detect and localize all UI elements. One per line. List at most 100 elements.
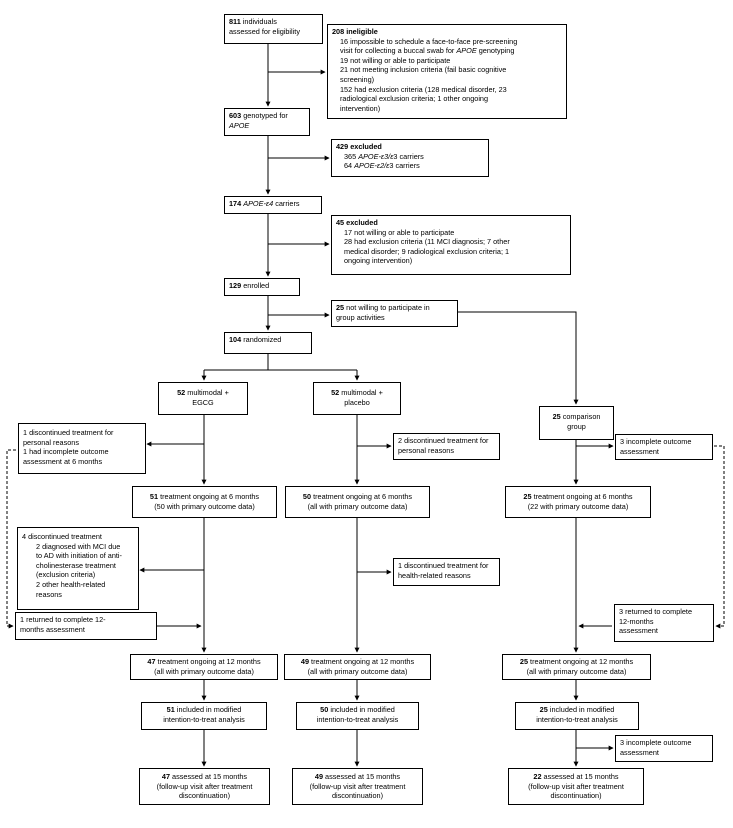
- text-segment: 129: [229, 281, 242, 290]
- text-segment: 429 excluded: [336, 142, 382, 151]
- text-segment: group activities: [336, 312, 385, 322]
- text-segment: intervention): [340, 103, 381, 113]
- text-segment: treatment ongoing at 12 months: [528, 657, 634, 666]
- text-segment: 51: [149, 492, 159, 501]
- text-segment: 2 other health-related: [36, 579, 106, 589]
- box-603-genotyped-line: APOE: [229, 121, 305, 131]
- text-segment: 47: [147, 657, 156, 666]
- box-placebo-15m-line: discontinuation): [297, 791, 418, 801]
- box-disc-egcg-12m-line: reasons: [22, 590, 134, 600]
- text-segment: cholinesterase treatment: [36, 560, 116, 570]
- box-129-enrolled: 129 enrolled: [224, 278, 300, 296]
- text-segment: 25: [539, 705, 548, 714]
- text-segment: comparison: [560, 412, 601, 421]
- box-45-excluded-line: ongoing intervention): [336, 256, 566, 266]
- text-segment: reasons: [36, 589, 62, 599]
- box-itt-placebo-line: 50 included in modified: [301, 705, 414, 715]
- box-disc-egcg-12m-line: (exclusion criteria): [22, 570, 134, 580]
- text-segment: APOE-ε4: [243, 199, 274, 208]
- box-208-ineligible-line: 152 had exclusion criteria (128 medical …: [332, 85, 562, 95]
- text-segment: 4 discontinued treatment: [22, 532, 102, 541]
- text-segment: APOE: [229, 120, 250, 130]
- box-208-ineligible-line: 208 ineligible: [332, 27, 562, 37]
- box-returned-egcg-line: 1 returned to complete 12-: [20, 615, 152, 625]
- text-segment: radiological exclusion criteria; 1 other…: [340, 94, 489, 104]
- text-segment: carriers: [273, 199, 300, 208]
- text-segment: 1 discontinued treatment for: [23, 428, 114, 437]
- box-45-excluded-line: 28 had exclusion criteria (11 MCI diagno…: [336, 237, 566, 247]
- text-segment: treatment ongoing at 6 months: [311, 492, 413, 501]
- box-placebo-6m-line: 50 treatment ongoing at 6 months: [290, 492, 425, 502]
- text-segment: intention-to-treat analysis: [316, 714, 399, 724]
- text-segment: assessed at 15 months: [170, 772, 248, 781]
- text-segment: 28 had exclusion criteria (11 MCI diagno…: [344, 237, 510, 247]
- text-segment: personal reasons: [398, 445, 454, 455]
- box-429-excluded-line: 429 excluded: [336, 142, 484, 152]
- box-egcg-15m-line: discontinuation): [144, 791, 265, 801]
- text-segment: to AD with initiation of anti-: [36, 551, 122, 561]
- text-segment: assessment: [619, 626, 658, 636]
- text-segment: 3 carriers: [393, 151, 424, 161]
- text-segment: 50: [320, 705, 329, 714]
- box-603-genotyped-line: 603 genotyped for: [229, 111, 305, 121]
- box-egcg-12m: 47 treatment ongoing at 12 months(all wi…: [130, 654, 278, 680]
- dashed-loop-comparison: [714, 445, 725, 629]
- box-disc-egcg-6m-line: personal reasons: [23, 438, 141, 448]
- text-segment: 3 carriers: [389, 161, 420, 171]
- text-segment: medical disorder; 9 radiological exclusi…: [344, 246, 510, 256]
- arrow-25nw-comparison: [458, 311, 579, 405]
- text-segment: assessed at 15 months: [323, 772, 401, 781]
- box-disc-egcg-6m-line: 1 had incomplete outcome: [23, 447, 141, 457]
- box-52-egcg: 52 multimodal +EGCG: [158, 382, 248, 415]
- box-incomplete-comparison-15m-line: assessment: [620, 748, 708, 758]
- box-itt-comparison-line: 25 included in modified: [520, 705, 634, 715]
- box-45-excluded-line: 17 not willing or able to participate: [336, 228, 566, 238]
- box-comparison-12m-line: 25 treatment ongoing at 12 months: [507, 657, 646, 667]
- text-segment: 1 discontinued treatment for: [398, 561, 489, 570]
- box-placebo-15m-line: (follow-up visit after treatment: [297, 782, 418, 792]
- text-segment: 25: [519, 657, 529, 666]
- box-104-randomized: 104 randomized: [224, 332, 312, 354]
- box-811-assessed-line: 811 individuals: [229, 17, 318, 27]
- box-incomplete-comparison-6m-line: assessment: [620, 447, 708, 457]
- text-segment: visit for collecting a buccal swab for: [340, 46, 457, 56]
- box-disc-egcg-12m-line: 2 diagnosed with MCI due: [22, 542, 134, 552]
- text-segment: treatment ongoing at 12 months: [155, 657, 261, 666]
- box-returned-comparison-line: 3 returned to complete: [619, 607, 709, 617]
- text-segment: (all with primary outcome data): [154, 666, 254, 676]
- box-incomplete-comparison-6m-line: 3 incomplete outcome: [620, 437, 708, 447]
- text-segment: 45 excluded: [336, 218, 378, 227]
- text-segment: (50 with primary outcome data): [154, 501, 255, 511]
- text-segment: included in modified: [547, 705, 615, 714]
- box-45-excluded-line: medical disorder; 9 radiological exclusi…: [336, 247, 566, 257]
- text-segment: health-related reasons: [398, 570, 471, 580]
- box-25-not-willing-line: 25 not willing to participate in: [336, 303, 453, 313]
- box-429-excluded-line: 64 APOE-ε2/ε3 carriers: [336, 161, 484, 171]
- box-52-placebo-line: 52 multimodal +: [318, 388, 396, 398]
- box-comparison-6m-line: 25 treatment ongoing at 6 months: [510, 492, 646, 502]
- text-segment: 16 impossible to schedule a face-to-face…: [340, 36, 518, 46]
- box-egcg-15m: 47 assessed at 15 months(follow-up visit…: [139, 768, 270, 805]
- text-segment: (all with primary outcome data): [307, 666, 408, 676]
- text-segment: 1 returned to complete 12-: [20, 615, 106, 624]
- text-segment: 19 not willing or able to participate: [340, 55, 451, 65]
- box-comparison-15m-line: discontinuation): [513, 791, 639, 801]
- text-segment: 17 not willing or able to participate: [344, 227, 455, 237]
- text-segment: 51: [166, 705, 175, 714]
- text-segment: 2 diagnosed with MCI due: [36, 541, 121, 551]
- box-itt-egcg-line: intention-to-treat analysis: [146, 715, 262, 725]
- text-segment: discontinuation): [550, 791, 602, 801]
- box-25-comparison-line: 25 comparison: [544, 412, 609, 422]
- box-174-carriers: 174 APOE-ε4 carriers: [224, 196, 322, 214]
- text-segment: included in modified: [328, 705, 395, 714]
